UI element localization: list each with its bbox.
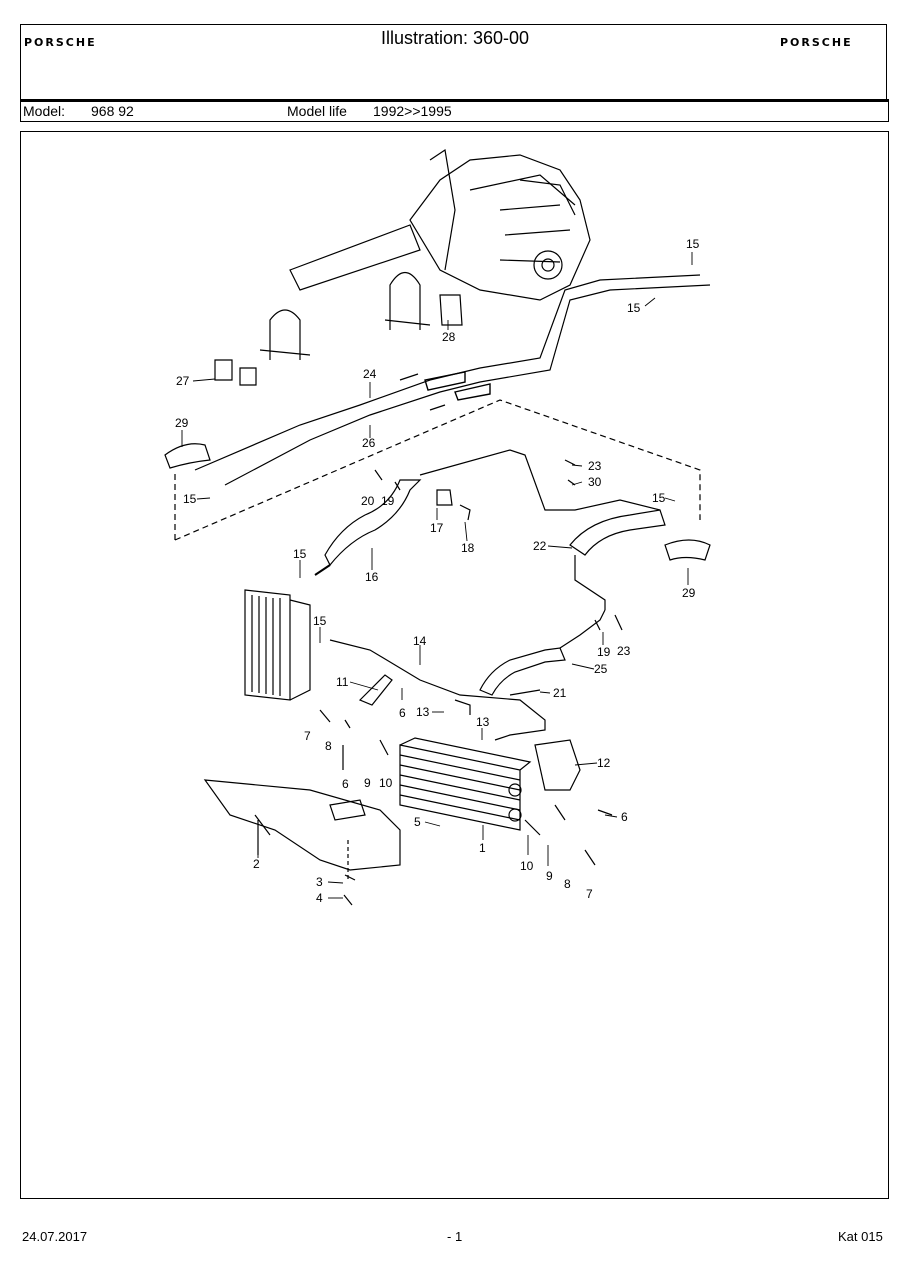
oil-line-26 [224,284,711,486]
callout-8: 8 [325,739,332,753]
u-bracket-right [384,271,431,330]
footer-page-number: - 1 [447,1229,463,1244]
callout-27: 27 [176,374,190,388]
callout-22: 22 [533,539,547,553]
callout-20: 20 [361,494,375,508]
callout-16: 16 [365,570,379,584]
callout-26: 26 [362,436,376,450]
footer-date: 24.07.2017 [22,1229,88,1244]
oil-cooler-drawing [399,737,532,831]
model-info-row: Model: 968 92 Model life 1992>>1995 [20,102,889,122]
callout-1: 1 [479,841,486,855]
callout-19: 19 [381,494,395,508]
callout-25: 25 [594,662,608,676]
callout-11: 11 [336,675,349,689]
callout-8: 8 [564,877,571,891]
callout-15: 15 [313,614,327,628]
oil-line-upper-right [419,449,661,511]
callout-3: 3 [316,875,323,889]
callout-23: 23 [588,459,602,473]
footer-catalog-number: Kat 015 [838,1229,883,1244]
callout-18: 18 [461,541,475,555]
hose-29-left [164,443,211,469]
bracket-12 [534,739,581,791]
bracket-11 [358,674,393,706]
callout-15: 15 [652,491,666,505]
hose-29-right [664,539,711,561]
callout-14: 14 [413,634,427,648]
callout-24: 24 [363,367,377,381]
callout-13: 13 [416,705,430,719]
air-duct-2 [203,779,401,871]
callout-15: 15 [627,301,641,315]
hose-16 [324,479,422,567]
callout-7: 7 [304,729,311,743]
callout-10: 10 [520,859,534,873]
oil-line-14 [329,639,546,741]
callout-9: 9 [546,869,553,883]
callout-23: 23 [617,644,631,658]
callout-6: 6 [399,706,406,720]
figure-box [20,131,889,1199]
callout-15: 15 [686,237,700,251]
callout-2: 2 [253,857,260,871]
clip-27 [214,359,257,386]
model-value: 968 92 [91,103,134,119]
callout-10: 10 [379,776,393,790]
hose-22 [569,509,666,556]
model-life-value: 1992>>1995 [373,103,452,119]
callout-30: 30 [588,475,602,489]
callout-19: 19 [597,645,611,659]
page-title: Illustration: 360-00 [380,28,530,48]
radiator-drawing [244,589,311,701]
callout-6: 6 [621,810,628,824]
porsche-logo-right: PORSCHE [780,36,853,49]
hose-lower-right [479,647,566,696]
callout-13: 13 [476,715,490,729]
callout-17: 17 [430,521,444,535]
callout-9: 9 [364,776,371,790]
clip-28 [439,294,463,326]
callout-5: 5 [414,815,421,829]
callout-29: 29 [682,586,696,600]
callout-15: 15 [293,547,307,561]
oil-line-24 [194,274,701,471]
callout-29: 29 [175,416,189,430]
callout-6: 6 [342,777,349,791]
callout-28: 28 [442,330,456,344]
model-label: Model: [23,103,66,119]
callout-12: 12 [597,756,611,770]
callout-4: 4 [316,891,323,905]
callout-7: 7 [586,887,593,901]
transmission-drawing [289,148,591,301]
u-bracket-left [259,309,311,360]
porsche-logo-left: PORSCHE [24,36,97,49]
callout-15: 15 [183,492,197,506]
model-life-label: Model life [287,103,347,119]
header-divider [20,99,889,102]
callout-21: 21 [553,686,567,700]
